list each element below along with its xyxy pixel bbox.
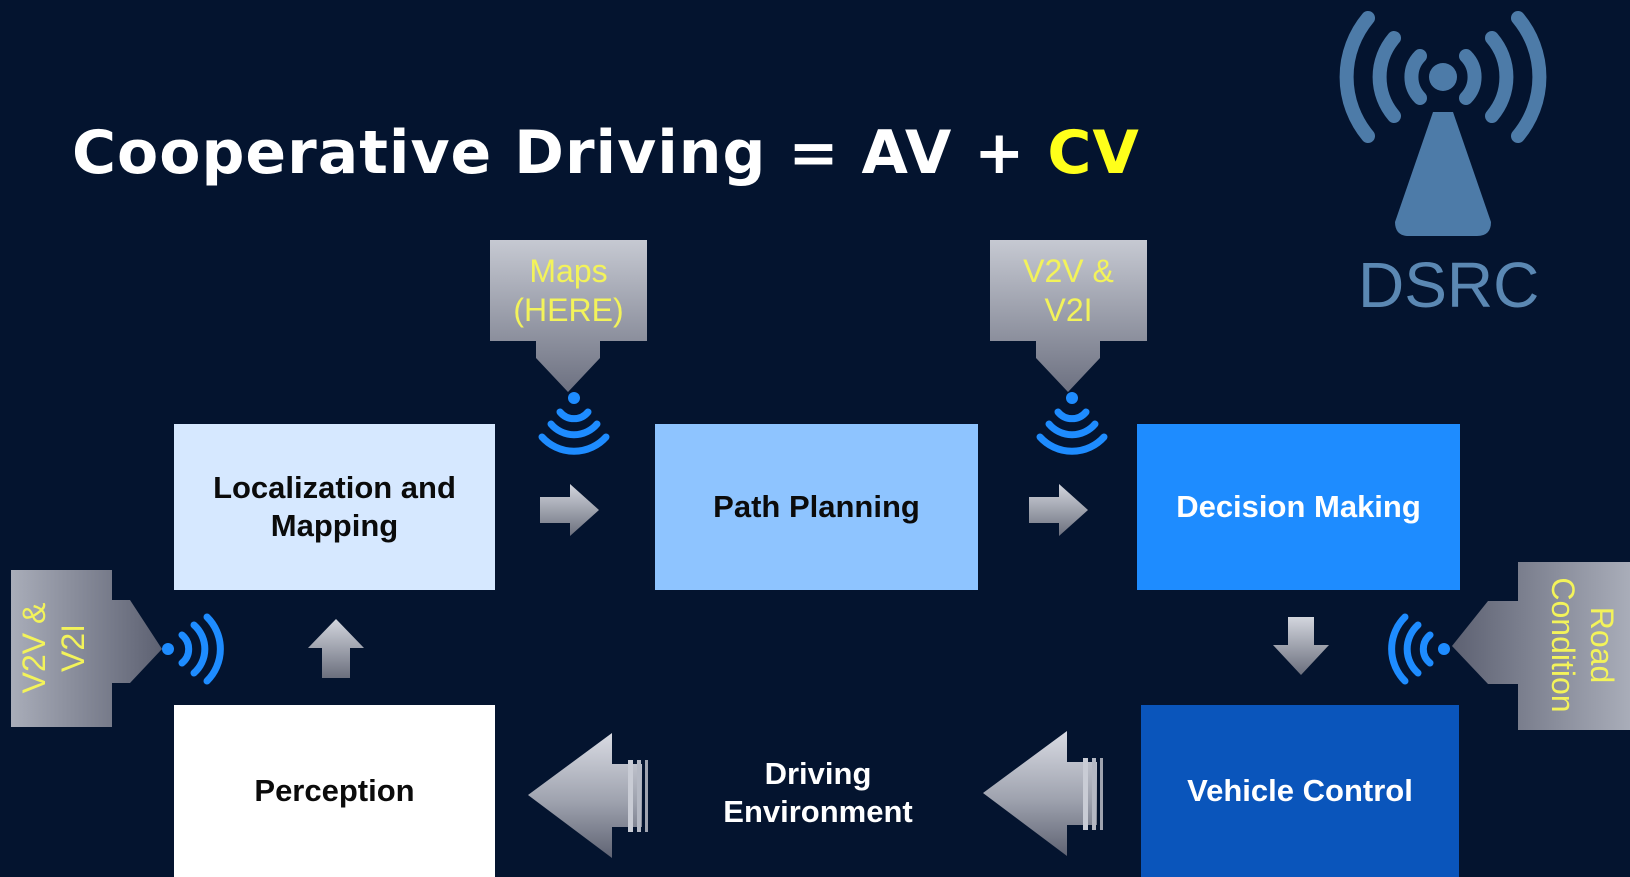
page-title: Cooperative Driving = AV + CV bbox=[72, 118, 1140, 188]
v2v-left-label-text: V2V & V2I bbox=[16, 602, 91, 694]
decision-making-label: Decision Making bbox=[1176, 489, 1421, 524]
signal-waves-maps-icon bbox=[538, 392, 610, 455]
v2v-left-callout bbox=[11, 570, 162, 727]
title-text: Cooperative Driving = AV + bbox=[72, 118, 1048, 188]
driving-environment-text: Driving Environment bbox=[723, 756, 913, 829]
v2v-top-label-text: V2V & V2I bbox=[1023, 253, 1114, 328]
maps-label: Maps (HERE) bbox=[500, 252, 637, 330]
dsrc-label: DSRC bbox=[1358, 249, 1540, 321]
perception-label: Perception bbox=[254, 773, 415, 808]
arrow-right-icon bbox=[540, 484, 599, 536]
maps-label-text: Maps (HERE) bbox=[513, 253, 624, 328]
perception-box: Perception bbox=[174, 705, 495, 877]
road-condition-label: Road Condition bbox=[1543, 565, 1621, 725]
vehicle-control-label: Vehicle Control bbox=[1187, 773, 1413, 808]
localization-label: Localization and Mapping bbox=[213, 470, 456, 543]
localization-box: Localization and Mapping bbox=[174, 424, 495, 590]
signal-waves-road-icon bbox=[1388, 613, 1450, 685]
v2v-left-label: V2V & V2I bbox=[15, 588, 93, 708]
v2v-top-callout bbox=[990, 240, 1147, 392]
path-planning-box: Path Planning bbox=[655, 424, 978, 590]
title-highlight: CV bbox=[1047, 118, 1140, 188]
signal-waves-v2v-left-icon bbox=[162, 613, 224, 685]
arrow-up-icon bbox=[308, 619, 364, 678]
driving-environment-label: Driving Environment bbox=[708, 755, 928, 831]
path-planning-label: Path Planning bbox=[713, 489, 920, 524]
vehicle-control-box: Vehicle Control bbox=[1141, 705, 1459, 877]
big-arrow-left-icon bbox=[983, 731, 1103, 856]
decision-making-box: Decision Making bbox=[1137, 424, 1460, 590]
arrow-right-icon bbox=[1029, 484, 1088, 536]
road-condition-callout bbox=[1452, 562, 1630, 730]
signal-waves-v2v-top-icon bbox=[1036, 392, 1108, 455]
arrow-down-icon bbox=[1273, 617, 1329, 675]
road-condition-label-text: Road Condition bbox=[1545, 577, 1620, 713]
radio-tower-icon bbox=[1339, 11, 1547, 236]
v2v-top-label: V2V & V2I bbox=[1000, 252, 1137, 330]
big-arrow-left-icon bbox=[528, 733, 648, 858]
maps-callout bbox=[490, 240, 647, 392]
